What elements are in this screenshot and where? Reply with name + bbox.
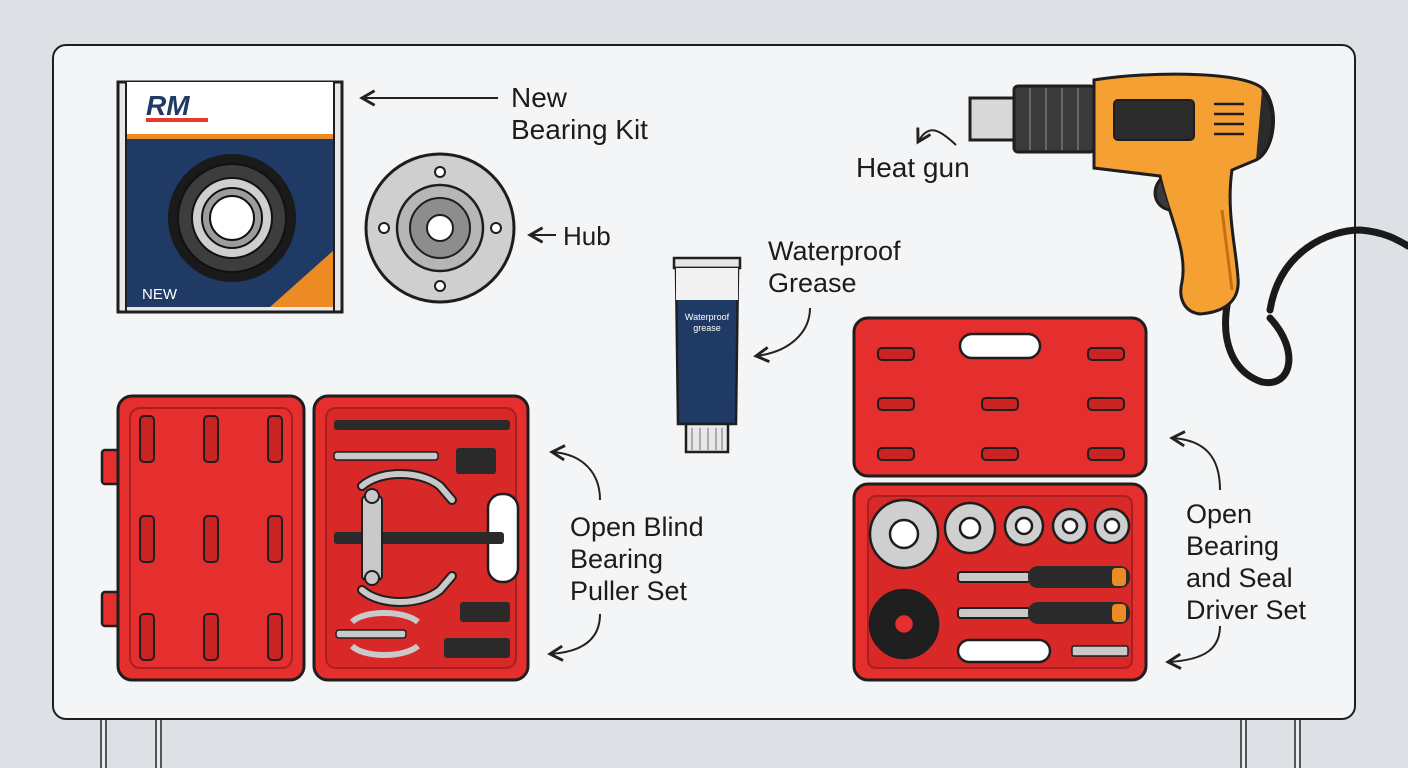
arrow-grease <box>753 307 811 363</box>
arrow-puller-bottom <box>547 613 601 662</box>
label-bearing-kit: New Bearing Kit <box>511 82 648 145</box>
label-puller-set: Open Blind Bearing Puller Set <box>570 512 704 606</box>
board-leg-right-1 <box>1240 720 1247 768</box>
heat-gun <box>968 72 1408 387</box>
arrow-driver-top <box>1169 430 1221 491</box>
arrow-heat-gun <box>916 127 957 146</box>
box-new-badge: NEW <box>142 286 178 303</box>
label-heat-gun: Heat gun <box>856 152 970 183</box>
label-driver-set: Open Bearing and Seal Driver Set <box>1186 499 1307 625</box>
bearing-on-box <box>168 154 296 282</box>
label-hub: Hub <box>563 221 611 251</box>
board-leg-left-1 <box>100 720 107 768</box>
driver-case <box>852 316 1148 682</box>
board-leg-left-2 <box>155 720 162 768</box>
grease-tube: Waterproof grease <box>672 256 742 454</box>
tube-text-1: Waterproof <box>685 312 730 322</box>
tube-text-2: grease <box>693 323 721 333</box>
arrow-puller-top <box>549 444 601 501</box>
box-logo: RM <box>146 90 190 121</box>
label-grease: Waterproof Grease <box>768 236 901 298</box>
bearing-kit-box: RM NEW <box>116 80 344 314</box>
puller-case <box>100 394 530 682</box>
arrow-driver-bottom <box>1165 625 1221 670</box>
board-leg-right-2 <box>1294 720 1301 768</box>
hub <box>364 152 516 304</box>
annotation-arrows <box>359 89 1221 670</box>
